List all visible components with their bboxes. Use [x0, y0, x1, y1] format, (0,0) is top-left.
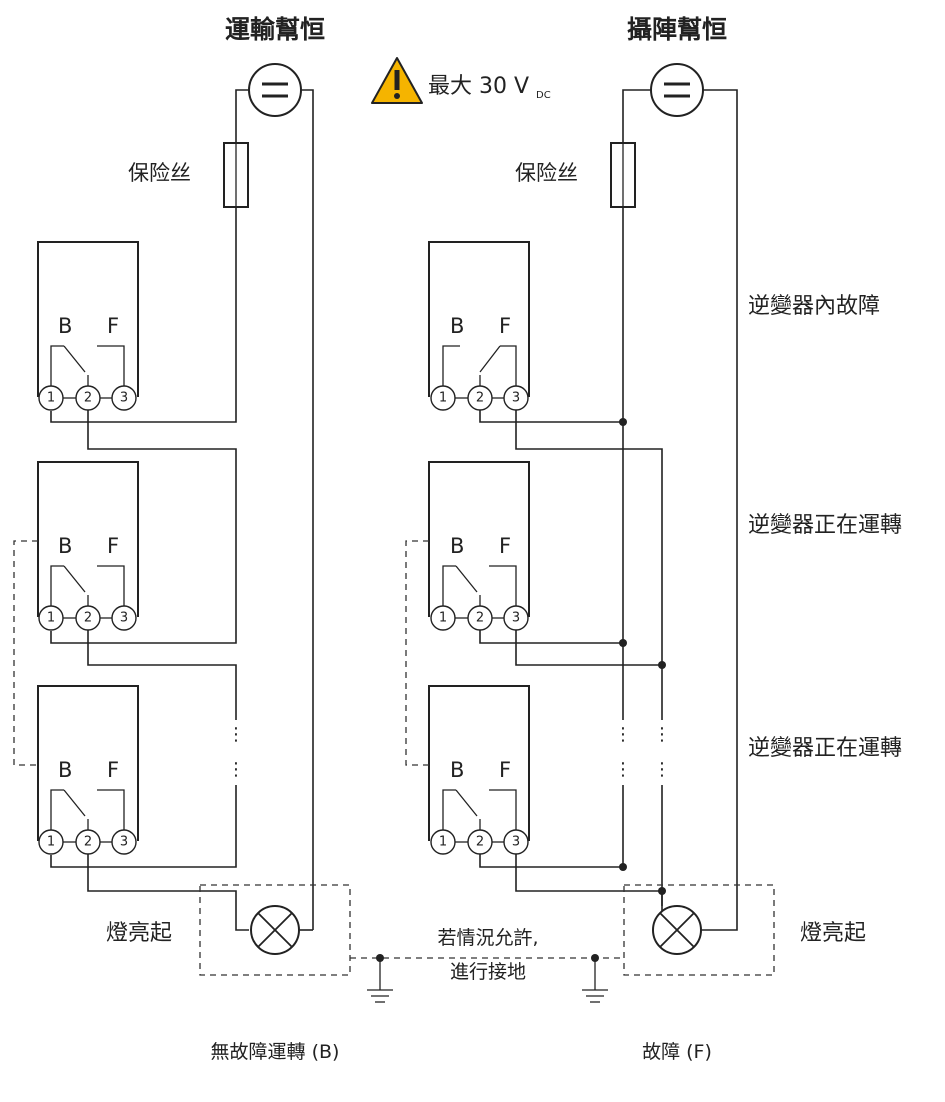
warning-text: 最大 30 V [428, 74, 529, 99]
status-running-2: 逆變器正在運轉 [748, 736, 902, 761]
title-left: 運輸幫恒 [225, 15, 325, 44]
svg-text:B: B [58, 534, 72, 558]
svg-text:1: 1 [439, 835, 447, 850]
inverter-right-1: B F 1 2 3 [428, 241, 530, 411]
svg-text:⋮: ⋮ [614, 759, 632, 780]
svg-text:2: 2 [476, 391, 484, 406]
svg-text:2: 2 [476, 611, 484, 626]
lamp-right [652, 905, 702, 955]
svg-text:⋮: ⋮ [653, 724, 671, 745]
svg-text:2: 2 [476, 835, 484, 850]
svg-text:3: 3 [512, 611, 520, 626]
svg-text:B: B [58, 758, 72, 782]
lamp-left [250, 905, 300, 955]
inverter-left-1: B F 1 2 3 [37, 241, 139, 411]
warning-subscript: DC [536, 90, 551, 101]
lamp-label-left: 燈亮起 [106, 921, 172, 946]
svg-text:⋮: ⋮ [653, 759, 671, 780]
contact-b-label: B [58, 314, 72, 338]
svg-text:2: 2 [84, 391, 92, 406]
svg-text:B: B [450, 314, 464, 338]
svg-text:F: F [107, 758, 119, 782]
svg-text:F: F [499, 314, 511, 338]
svg-text:F: F [499, 758, 511, 782]
svg-text:⋮: ⋮ [227, 759, 245, 780]
lamp-label-right: 燈亮起 [800, 921, 866, 946]
dc-source-right [650, 63, 704, 117]
svg-text:2: 2 [84, 611, 92, 626]
svg-text:3: 3 [120, 835, 128, 850]
svg-text:F: F [107, 534, 119, 558]
svg-text:1: 1 [47, 835, 55, 850]
fuse-label-right: 保险丝 [515, 161, 578, 185]
svg-text:3: 3 [120, 611, 128, 626]
svg-text:⋮: ⋮ [614, 724, 632, 745]
inverter-left-2: B F 1 2 3 [37, 461, 139, 631]
svg-text:3: 3 [512, 835, 520, 850]
lamp-box-right [623, 884, 775, 976]
contact-f-label: F [107, 314, 119, 338]
ground-note-line2: 進行接地 [450, 961, 526, 983]
inverter-right-3: B F 1 2 3 [428, 685, 530, 855]
warning-icon [371, 57, 423, 104]
svg-text:3: 3 [120, 391, 128, 406]
fuse-label-left: 保险丝 [128, 161, 191, 185]
svg-text:1: 1 [47, 611, 55, 626]
svg-text:1: 1 [439, 611, 447, 626]
svg-text:1: 1 [47, 391, 55, 406]
title-right: 攝陣幫恒 [627, 15, 727, 44]
svg-text:⋮: ⋮ [227, 724, 245, 745]
svg-text:3: 3 [512, 391, 520, 406]
svg-text:1: 1 [439, 391, 447, 406]
inverter-right-2: B F 1 2 3 [428, 461, 530, 631]
lamp-box-left [199, 884, 351, 976]
dc-source-left [248, 63, 302, 117]
ground-icon-left [367, 958, 393, 1003]
status-fault-inside: 逆變器內故障 [748, 294, 880, 319]
caption-ok: 無故障運轉 (B) [211, 1041, 340, 1063]
svg-text:B: B [450, 534, 464, 558]
caption-fault: 故障 (F) [642, 1041, 712, 1063]
status-running-1: 逆變器正在運轉 [748, 513, 902, 538]
svg-text:B: B [450, 758, 464, 782]
ground-note-line1: 若情況允許, [437, 927, 538, 949]
inverter-left-3: B F 1 2 3 [37, 685, 139, 855]
svg-text:2: 2 [84, 835, 92, 850]
svg-text:F: F [499, 534, 511, 558]
ground-icon-right [582, 958, 608, 1003]
